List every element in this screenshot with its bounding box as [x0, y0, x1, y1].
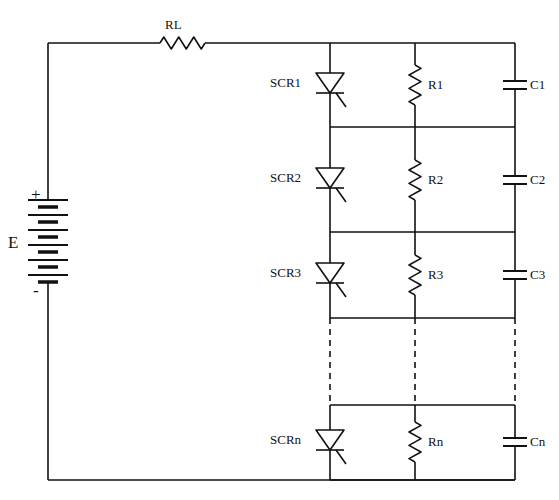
battery-plate: [28, 244, 68, 246]
wire: [330, 479, 515, 481]
part-label: C2: [530, 173, 545, 187]
scr-symbol: [316, 430, 344, 450]
wire: [330, 126, 515, 128]
wire: [514, 184, 516, 232]
capacitor-symbol: [503, 270, 527, 272]
wire: [414, 232, 416, 255]
battery-plate: [28, 229, 68, 231]
wire: [329, 283, 331, 318]
wire: [414, 43, 416, 65]
wire: [47, 282, 49, 480]
part-label: E: [8, 234, 18, 253]
wire: [514, 232, 516, 271]
wire: [48, 42, 160, 44]
wire: [329, 318, 331, 405]
wire: [205, 42, 515, 44]
battery-plate: [38, 235, 58, 239]
battery-plate: [28, 214, 68, 216]
wire: [329, 93, 331, 127]
part-label: SCRn: [270, 433, 301, 447]
capacitor-symbol: [503, 437, 527, 439]
resistor-symbol: [409, 422, 421, 462]
resistor-symbol: [160, 37, 205, 49]
wire: [514, 127, 516, 176]
part-label: R2: [428, 173, 443, 187]
part-label: Cn: [530, 435, 545, 449]
wire: [329, 405, 331, 430]
resistor-symbol: [409, 255, 421, 295]
wire: [48, 479, 515, 481]
wire: [329, 43, 331, 73]
part-label: RL: [165, 18, 182, 32]
wire: [514, 405, 516, 438]
wire: [47, 43, 49, 200]
wire: [514, 446, 516, 480]
wire: [514, 89, 516, 127]
battery-plate: [38, 220, 58, 224]
part-label: R1: [428, 78, 443, 92]
wire: [329, 188, 331, 232]
resistor-symbol: [409, 65, 421, 105]
wire: [330, 231, 515, 233]
part-label: +: [31, 186, 41, 205]
gate-lead: [336, 188, 346, 202]
gate-lead: [336, 93, 346, 107]
wire: [414, 127, 416, 160]
battery-plate: [38, 250, 58, 254]
battery-plate: [38, 205, 58, 209]
wire: [329, 232, 331, 263]
wire: [414, 105, 416, 127]
gate-lead: [336, 450, 346, 464]
part-label: R3: [428, 268, 443, 282]
battery-plate: [38, 265, 58, 269]
capacitor-symbol: [503, 80, 527, 82]
capacitor-symbol: [503, 175, 527, 177]
scr-symbol: [316, 168, 344, 188]
scr-symbol: [316, 263, 344, 283]
wire: [514, 43, 516, 81]
wire: [414, 405, 416, 422]
battery-plate: [28, 274, 68, 276]
wire: [329, 127, 331, 168]
part-label: C3: [530, 268, 545, 282]
gate-lead: [336, 283, 346, 297]
wire: [414, 200, 416, 232]
part-label: -: [33, 282, 39, 301]
wire: [414, 318, 416, 405]
wire: [330, 317, 515, 319]
wire: [329, 450, 331, 480]
part-label: C1: [530, 78, 545, 92]
part-label: Rn: [428, 435, 443, 449]
resistor-symbol: [409, 160, 421, 200]
wire: [414, 295, 416, 318]
wire: [330, 404, 515, 406]
battery-plate: [28, 259, 68, 261]
part-label: SCR2: [270, 171, 301, 185]
wire: [514, 318, 516, 405]
part-label: SCR3: [270, 266, 301, 280]
wire: [414, 462, 416, 480]
wire: [514, 279, 516, 318]
part-label: SCR1: [270, 76, 301, 90]
scr-symbol: [316, 73, 344, 93]
